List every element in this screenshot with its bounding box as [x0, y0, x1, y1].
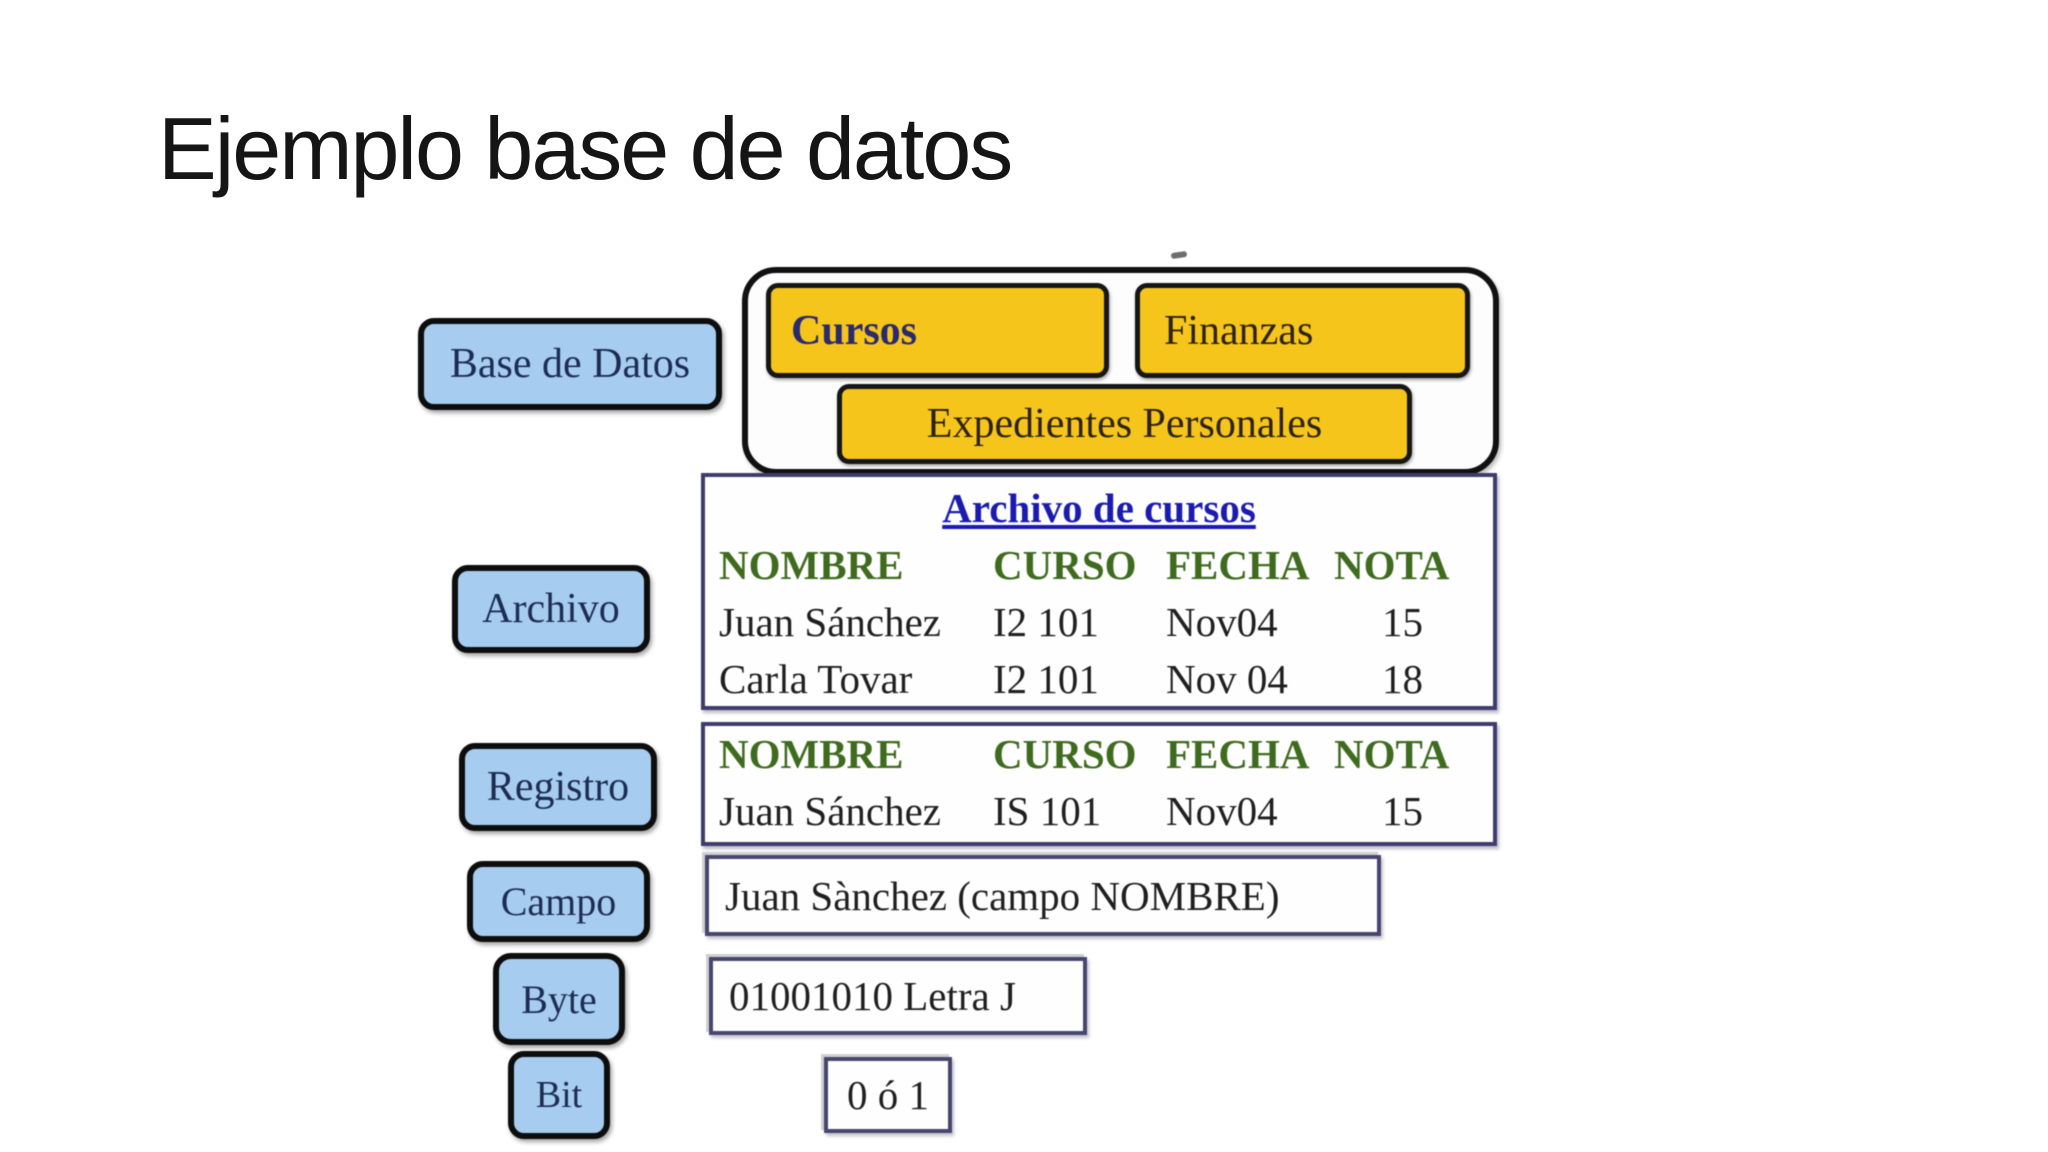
cell-fecha: Nov04	[1166, 788, 1278, 834]
database-container: Cursos Finanzas Expedientes Personales	[742, 267, 1499, 475]
table-row: Juan Sánchez I2 101 Nov04 15	[705, 594, 1493, 651]
bit-value-box: 0 ó 1	[824, 1057, 952, 1133]
column-header-nota: NOTA	[1334, 542, 1450, 588]
level-box-campo: Campo	[467, 861, 650, 942]
file-label-finanzas: Finanzas	[1164, 307, 1314, 354]
campo-value-text: Juan Sànchez (campo NOMBRE)	[725, 872, 1280, 919]
cell-nombre: Juan Sánchez	[719, 599, 941, 645]
bit-value-text: 0 ó 1	[847, 1072, 929, 1118]
level-label-bit: Bit	[535, 1074, 583, 1116]
level-box-base-de-datos: Base de Datos	[418, 318, 722, 410]
column-header-nota: NOTA	[1334, 731, 1450, 777]
cell-nombre: Carla Tovar	[719, 656, 913, 702]
page-title: Ejemplo base de datos	[158, 99, 1013, 198]
column-header-nombre: NOMBRE	[719, 542, 904, 588]
cell-nombre: Juan Sánchez	[719, 788, 941, 834]
file-box-cursos: Cursos	[766, 283, 1109, 378]
column-header-fecha: FECHA	[1166, 542, 1310, 588]
column-header-curso: CURSO	[993, 731, 1137, 777]
archivo-table-header-row: NOMBRE CURSO FECHA NOTA	[705, 537, 1493, 594]
byte-value-box: 01001010 Letra J	[709, 957, 1087, 1035]
column-header-curso: CURSO	[993, 542, 1137, 588]
byte-value-text: 01001010 Letra J	[729, 973, 1016, 1019]
archivo-table-title: Archivo de cursos	[942, 485, 1256, 531]
cell-fecha: Nov 04	[1166, 656, 1288, 702]
cell-fecha: Nov04	[1166, 599, 1278, 645]
level-label-registro: Registro	[486, 764, 630, 810]
file-box-expedientes-personales: Expedientes Personales	[837, 384, 1412, 464]
campo-value-box: Juan Sànchez (campo NOMBRE)	[705, 855, 1381, 936]
level-label-base-de-datos: Base de Datos	[449, 341, 691, 387]
cell-curso: IS 101	[993, 788, 1102, 834]
column-header-nombre: NOMBRE	[719, 731, 904, 777]
column-header-fecha: FECHA	[1166, 731, 1310, 777]
table-row: Carla Tovar I2 101 Nov 04 18	[705, 651, 1493, 708]
file-label-cursos: Cursos	[791, 307, 918, 354]
level-box-archivo: Archivo	[452, 565, 650, 653]
level-label-archivo: Archivo	[482, 586, 620, 632]
level-box-registro: Registro	[459, 743, 657, 831]
cell-nota: 18	[1382, 656, 1423, 702]
registro-table: NOMBRE CURSO FECHA NOTA Juan Sánchez IS …	[701, 722, 1497, 846]
cell-curso: I2 101	[993, 656, 1099, 702]
cell-curso: I2 101	[993, 599, 1099, 645]
stray-mark	[1170, 250, 1188, 260]
level-label-byte: Byte	[521, 976, 597, 1022]
file-label-expedientes-personales: Expedientes Personales	[926, 401, 1323, 447]
file-box-finanzas: Finanzas	[1135, 283, 1470, 378]
table-row: Juan Sánchez IS 101 Nov04 15	[705, 783, 1493, 840]
level-box-bit: Bit	[508, 1051, 610, 1139]
registro-table-header-row: NOMBRE CURSO FECHA NOTA	[705, 726, 1493, 783]
cell-nota: 15	[1382, 599, 1423, 645]
archivo-table: Archivo de cursos NOMBRE CURSO FECHA NOT…	[701, 473, 1497, 710]
cell-nota: 15	[1382, 788, 1423, 834]
level-label-campo: Campo	[500, 879, 617, 924]
level-box-byte: Byte	[493, 953, 625, 1045]
